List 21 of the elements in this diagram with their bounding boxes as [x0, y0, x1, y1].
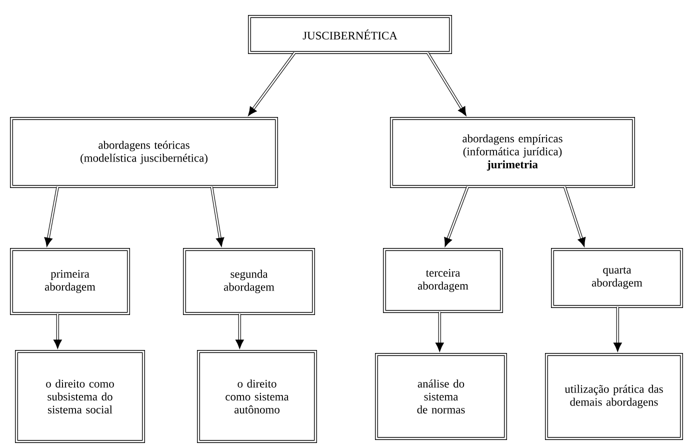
process-box: segunda abordagem: [183, 248, 315, 315]
arrow: [53, 314, 62, 349]
title-box: JUSCIBERNÉTICA: [248, 15, 452, 54]
arrow: [613, 306, 622, 352]
process-box: primeira abordagem: [10, 248, 130, 315]
arrow: [44, 186, 59, 247]
arrow: [248, 52, 296, 116]
arrow: [426, 52, 466, 116]
process-box: o direito como sistema autônomo: [197, 350, 317, 443]
category-box: abordagens empíricas (informática jurídica) jurimetria: [390, 117, 635, 188]
process-box: terceira abordagem: [383, 248, 503, 313]
process-box: análise do sistema de normas: [375, 353, 507, 440]
process-box: utilização prática das demais abordagens: [545, 353, 683, 440]
arrow: [210, 186, 224, 247]
arrow: [444, 186, 469, 247]
arrow: [563, 186, 586, 247]
process-box: quarta abordagem: [551, 248, 683, 308]
process-box: o direito como subsistema do sistema social: [15, 350, 145, 443]
arrow: [235, 314, 244, 349]
category-box: abordagens teóricas (modelística juscibernética): [10, 117, 278, 188]
arrow: [435, 312, 444, 352]
